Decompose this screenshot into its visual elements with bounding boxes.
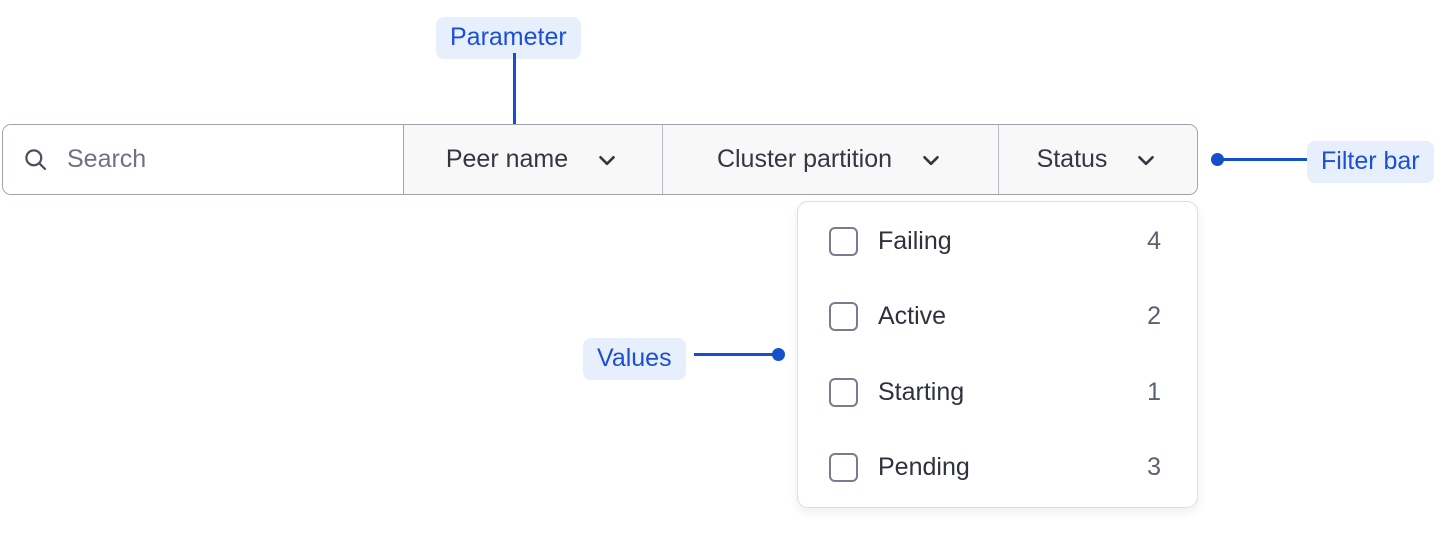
annotation-connector-filter-bar [1218, 158, 1314, 161]
status-option-count: 1 [1147, 377, 1161, 406]
status-option-label: Pending [878, 453, 970, 482]
filter-dropdown-cluster-partition-label: Cluster partition [716, 145, 893, 173]
filter-dropdown-status[interactable]: Status [999, 125, 1197, 194]
status-option-pending[interactable]: Pending 3 [829, 451, 1161, 485]
chevron-down-icon [1133, 147, 1159, 173]
annotation-label-values: Values [583, 338, 686, 380]
filter-bar: Search Peer name Cluster partition Statu… [2, 124, 1198, 195]
status-option-failing[interactable]: Failing 4 [829, 224, 1161, 258]
annotation-connector-values [694, 353, 780, 356]
checkbox-active[interactable] [829, 302, 858, 332]
status-option-label: Active [878, 302, 947, 331]
status-option-starting[interactable]: Starting 1 [829, 375, 1161, 409]
filter-dropdown-peer-name-label: Peer name [445, 145, 569, 173]
status-option-active[interactable]: Active 2 [829, 300, 1161, 334]
status-option-label: Starting [878, 377, 965, 406]
status-option-count: 3 [1147, 453, 1161, 482]
annotation-connector-parameter [513, 53, 516, 157]
chevron-down-icon [918, 147, 944, 173]
annotation-label-filter-bar: Filter bar [1307, 141, 1434, 183]
filter-dropdown-status-label: Status [1036, 145, 1108, 173]
annotation-label-parameter: Parameter [436, 17, 581, 59]
status-filter-panel: Failing 4 Active 2 Starting 1 Pending 3 [797, 201, 1198, 508]
filter-dropdown-peer-name[interactable]: Peer name [404, 125, 663, 194]
checkbox-failing[interactable] [829, 226, 858, 256]
search-placeholder: Search [67, 145, 147, 173]
search-input[interactable]: Search [3, 125, 404, 194]
annotation-endpoint-filter-bar [1211, 153, 1224, 166]
status-option-label: Failing [878, 226, 952, 255]
status-option-count: 2 [1147, 302, 1161, 331]
status-option-count: 4 [1147, 226, 1161, 255]
annotation-endpoint-values [772, 348, 785, 361]
search-icon [22, 146, 49, 173]
checkbox-pending[interactable] [829, 453, 858, 483]
chevron-down-icon [594, 147, 620, 173]
filter-dropdown-cluster-partition[interactable]: Cluster partition [663, 125, 999, 194]
checkbox-starting[interactable] [829, 377, 858, 407]
